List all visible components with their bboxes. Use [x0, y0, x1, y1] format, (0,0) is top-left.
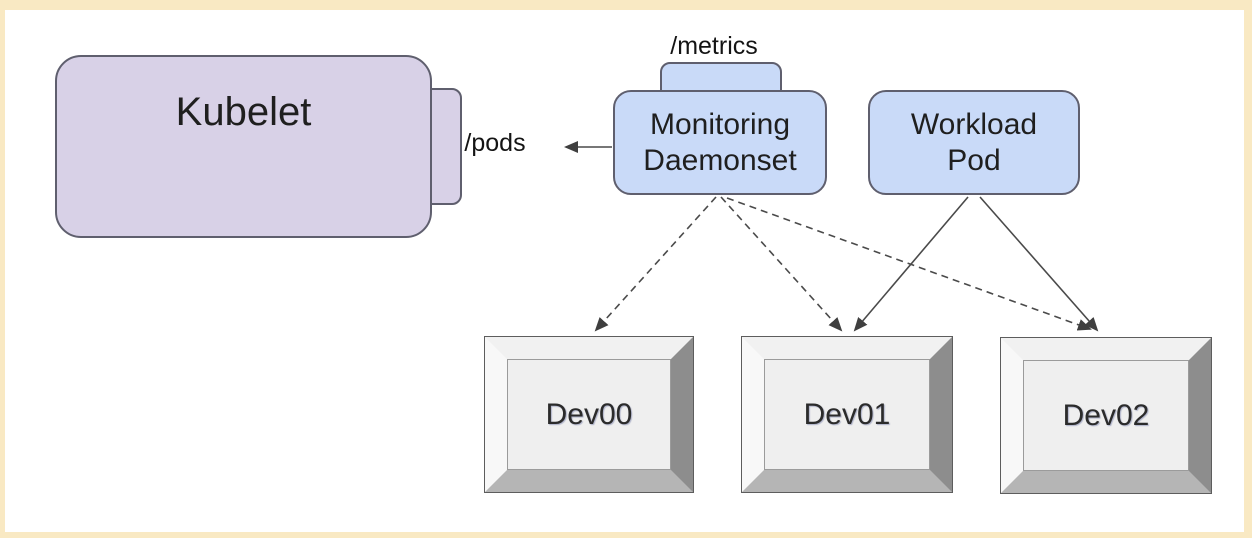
kubelet-label: Kubelet — [175, 90, 312, 134]
edge-monitoring-to-dev01 — [720, 196, 843, 332]
dev01-label: Dev01 — [803, 397, 891, 431]
device-node-dev00: Dev00 — [484, 336, 694, 493]
workload-pod-node: Workload Pod — [868, 90, 1080, 195]
metrics-endpoint-label: /metrics — [670, 32, 758, 60]
device-node-dev02: Dev02 — [1000, 337, 1212, 494]
pods-endpoint-label: /pods — [464, 129, 526, 157]
monitoring-label-line2: Daemonset — [643, 143, 797, 177]
device-node-dev01: Dev01 — [741, 336, 953, 493]
kubelet-node: Kubelet — [55, 55, 432, 238]
dev02-label: Dev02 — [1062, 398, 1150, 432]
workload-label-line1: Workload — [910, 107, 1038, 141]
monitoring-label-line1: Monitoring — [649, 107, 791, 141]
workload-label-line2: Pod — [947, 143, 1001, 177]
dev00-label: Dev00 — [545, 397, 633, 431]
edge-monitoring-to-dev00 — [594, 196, 717, 332]
edge-monitoring-to-dev02 — [726, 197, 1092, 331]
monitoring-daemonset-node: Monitoring Daemonset — [613, 90, 827, 195]
edge-workload-to-dev02 — [979, 196, 1099, 332]
edge-workload-to-dev01 — [853, 196, 969, 332]
